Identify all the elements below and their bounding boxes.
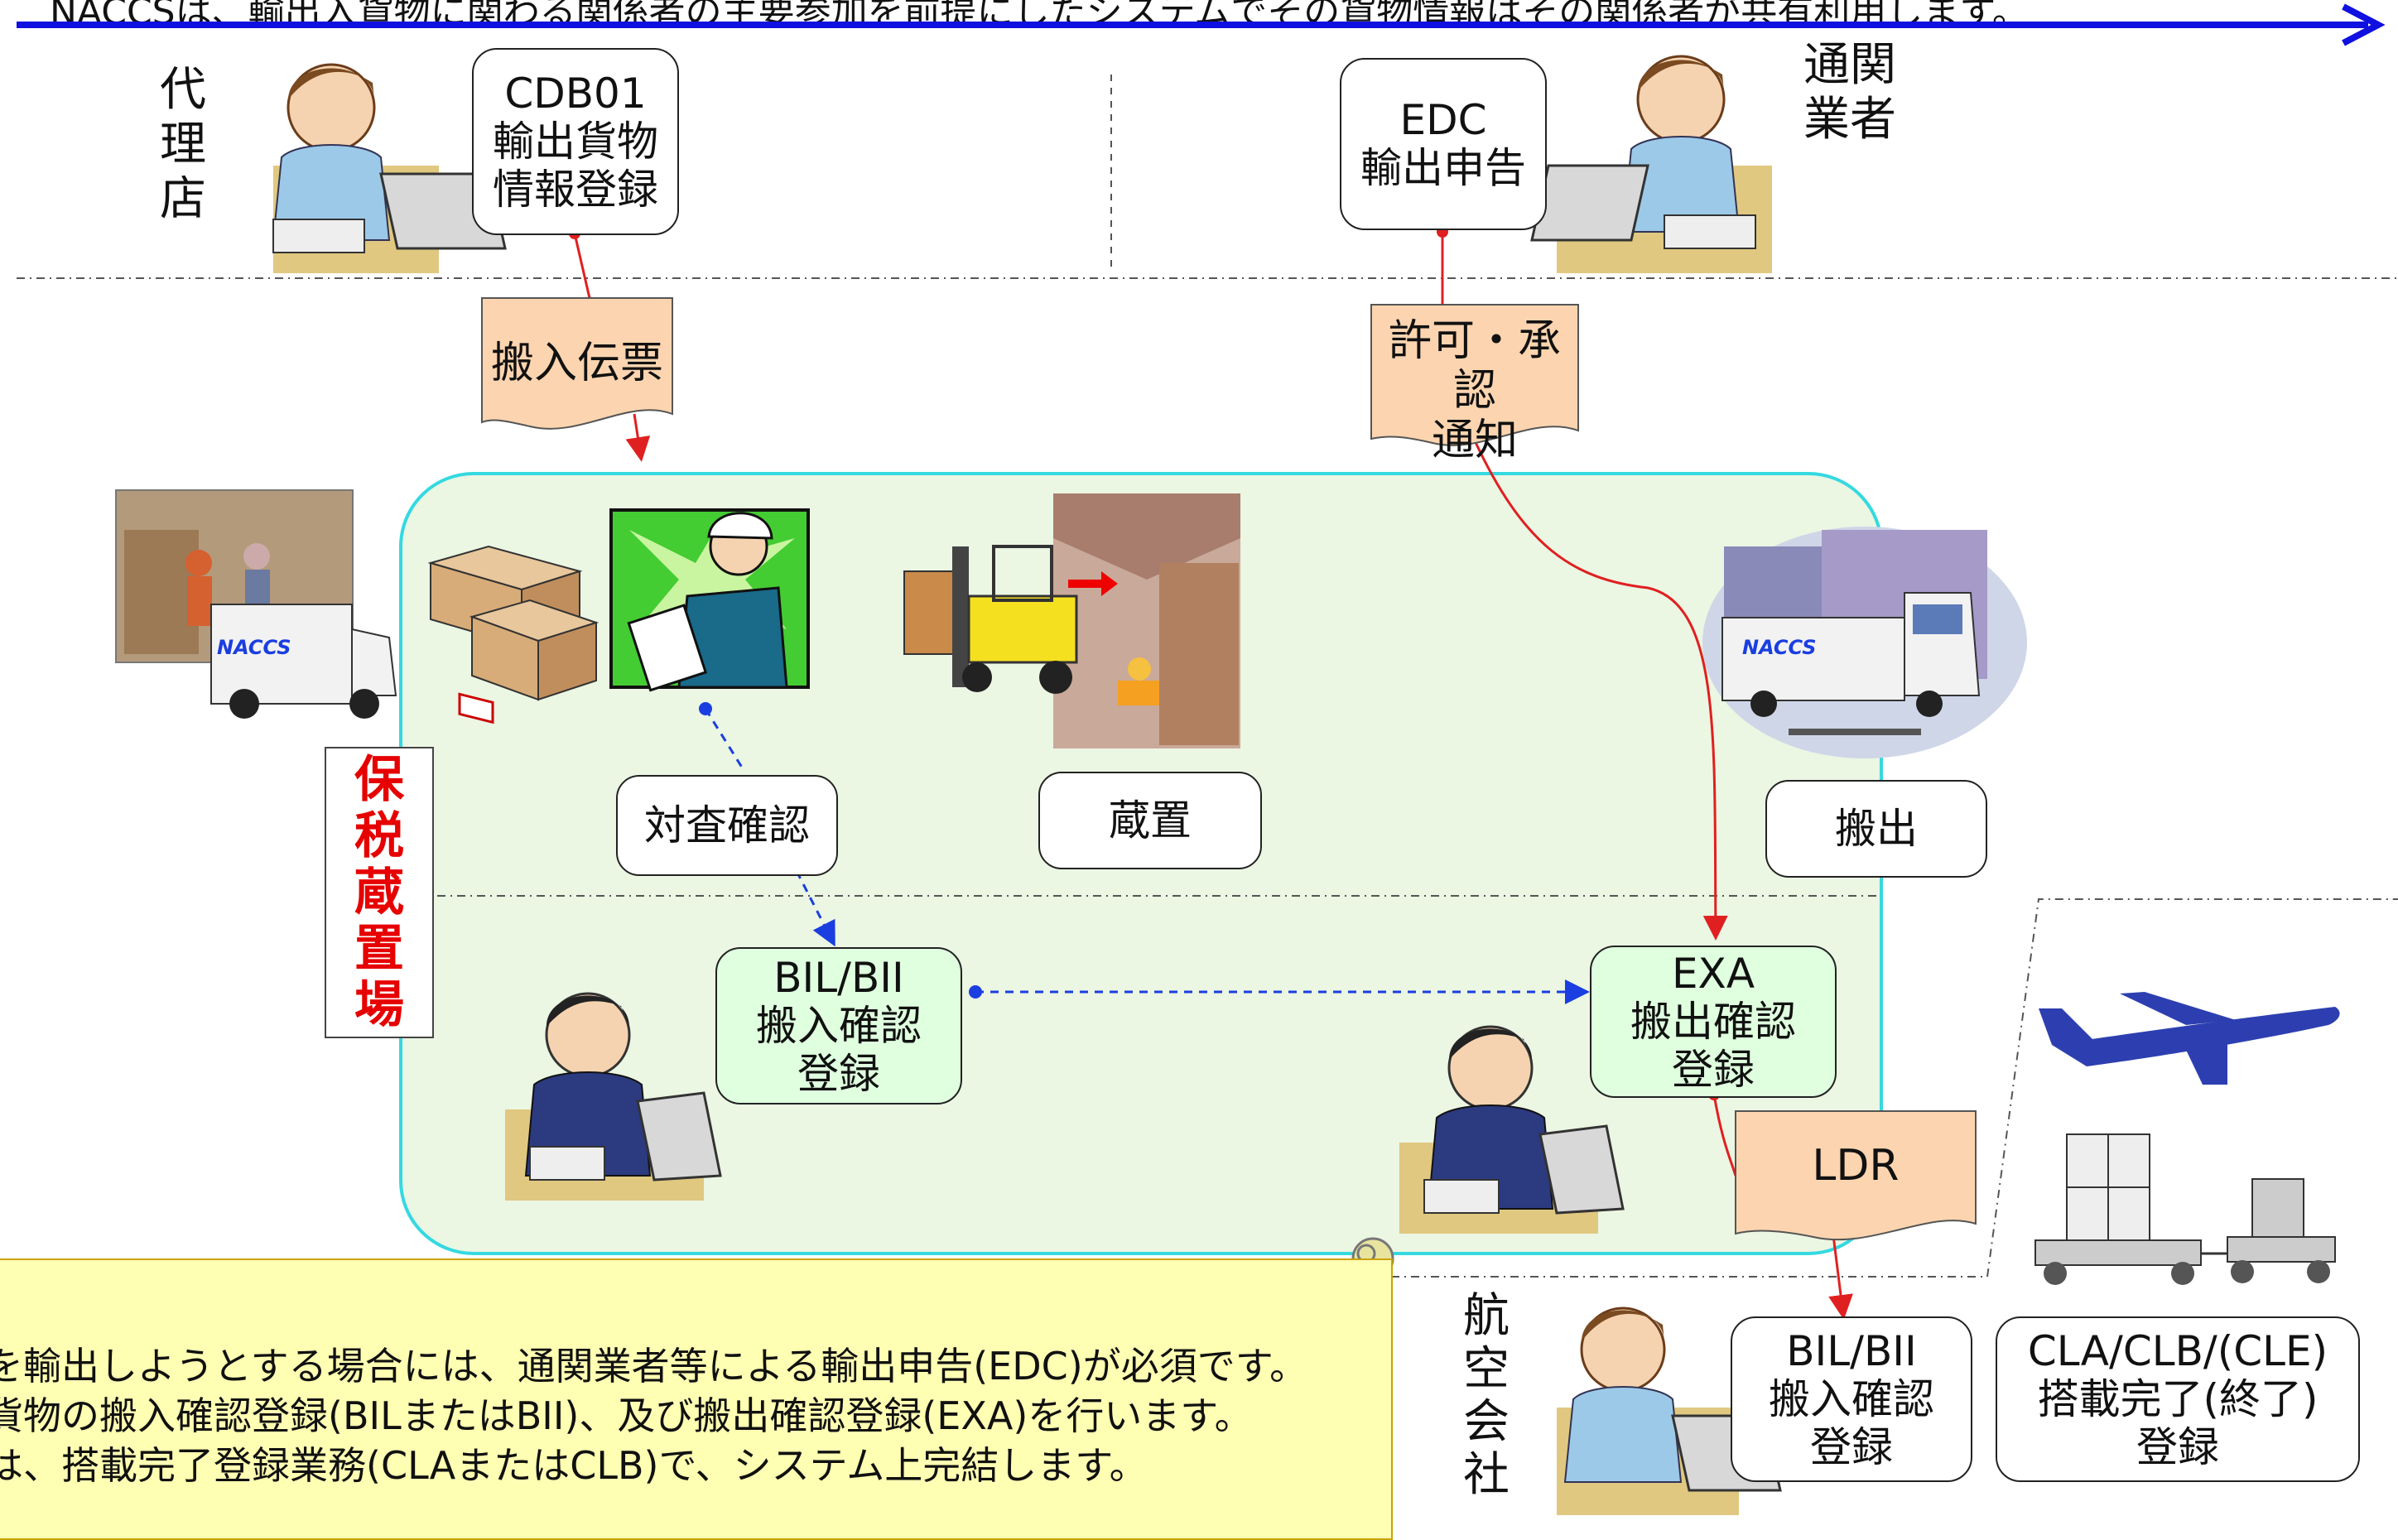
doc-permit-shape: [1370, 304, 1579, 446]
broker-woman-laptop-icon: [1530, 55, 1772, 273]
doc-slip-shape: [481, 297, 673, 430]
agent-label: 代 理 店: [160, 63, 206, 226]
clerk-man-laptop-icon-2: [1399, 1025, 1625, 1234]
doc-ldr-shape: [1735, 1110, 1977, 1241]
cdb01-box: CDB01 輸出貨物 情報登録: [472, 48, 679, 235]
bil-bii-box-1: BIL/BII 搬入確認 登録: [715, 947, 962, 1104]
permit-doc-label: 許可・承認 通知: [1388, 316, 1561, 465]
ldr-doc-label: LDR: [1812, 1141, 1900, 1191]
cardboard-boxes-icon: [427, 545, 600, 724]
airplane-icon: [2039, 992, 2340, 1085]
check-box: 対査確認: [616, 775, 838, 876]
slip-doc-label: 搬入伝票: [490, 339, 663, 388]
broker-label: 通関 業者: [1803, 38, 1896, 147]
bil-bii-box-2: BIL/BII 搬入確認 登録: [1731, 1316, 1972, 1482]
truck-logo-1: NACCS: [217, 636, 291, 659]
warehouse-truck-photo-icon: [115, 489, 397, 719]
flow-cdb01-slip: [573, 233, 591, 299]
cla-clb-box: CLA/CLB/(CLE) 搭載完了(終了) 登録: [1996, 1316, 2360, 1482]
flow-inspector-check: [704, 708, 745, 771]
note-line-1: を輸出しようとする場合には、通関業者等による輸出申告(EDC)が必須です。: [0, 1344, 1308, 1388]
truck-logo-2: NACCS: [1742, 636, 1817, 659]
header-arrow: [17, 3, 2386, 46]
bonded-warehouse-label: 保 税 蔵 置 場: [325, 747, 434, 1038]
clerk-man-laptop-icon-1: [505, 992, 722, 1201]
agent-woman-laptop-icon: [272, 63, 507, 273]
flow-permit-exa: [1472, 438, 1728, 941]
flow-ldr-bil2: [1828, 1234, 1853, 1320]
carry-out-box: 搬出: [1765, 780, 1987, 878]
exa-box: EXA 搬出確認 登録: [1590, 946, 1837, 1098]
flow-exa-ldr: [1712, 1094, 1737, 1177]
highway-truck-photo-icon: [1702, 527, 2027, 758]
note-box: を輸出しようとする場合には、通関業者等による輸出申告(EDC)が必須です。 貨物…: [0, 1258, 1393, 1540]
inspector-clipboard-icon: [609, 508, 810, 692]
airline-label: 航 空 会 社: [1463, 1289, 1510, 1502]
cargo-dolly-icon: [2034, 1133, 2336, 1285]
forklift-warehouse-icon: [903, 493, 1240, 748]
note-line-3: は、搭載完了登録業務(CLAまたはCLB)で、システム上完結します。: [0, 1443, 1148, 1488]
flow-slip-check: [625, 413, 651, 462]
storage-box: 蔵置: [1038, 772, 1262, 869]
flow-check-bil1: [795, 870, 835, 947]
edc-box: EDC 輸出申告: [1340, 58, 1547, 230]
note-line-2: 貨物の搬入確認登録(BILまたはBII)、及び搬出確認登録(EXA)を行います。: [0, 1393, 1253, 1438]
